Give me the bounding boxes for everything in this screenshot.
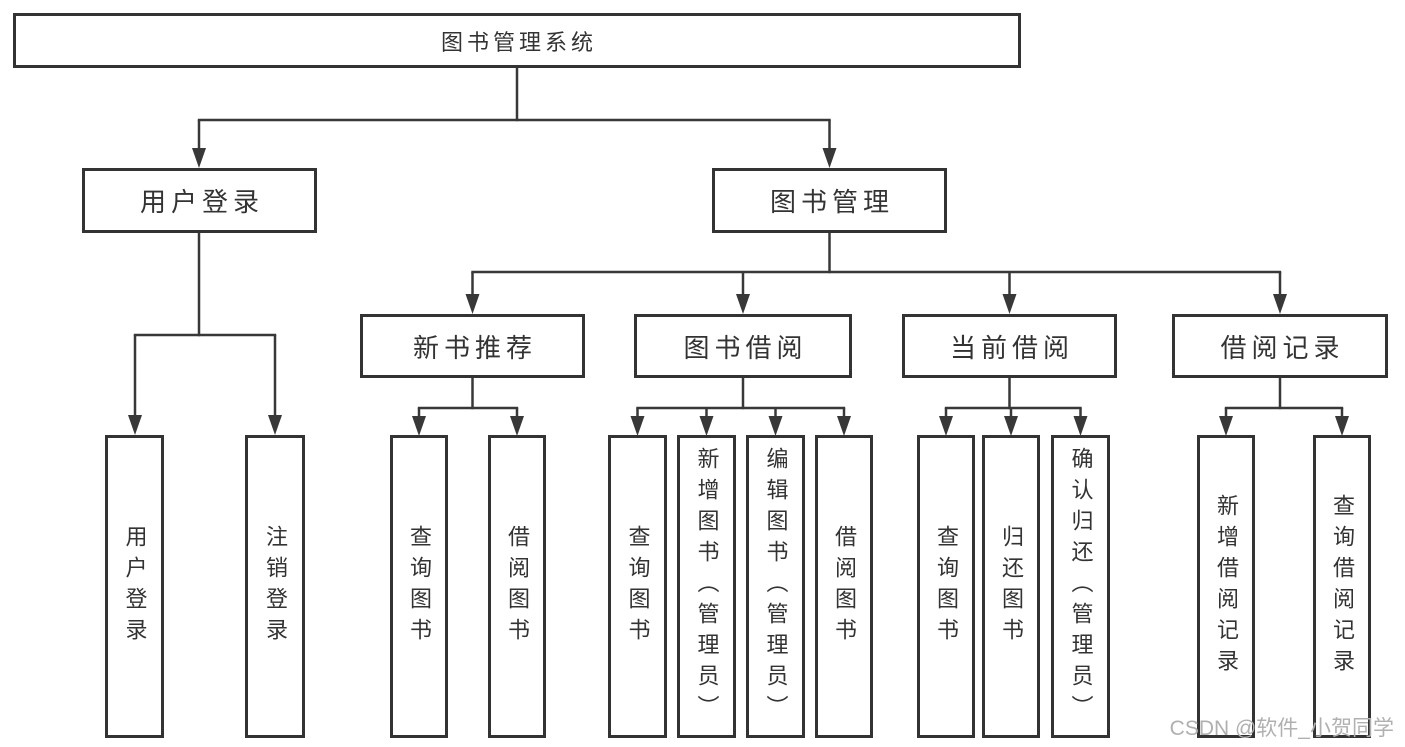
node-book-management-label: 图书管理 [769,187,894,217]
connector-book-borrow-to-leaves [630,378,851,436]
leaf-borrow-add-books-label: 新增图书（管理员） [694,447,720,726]
node-book-borrow: 图书借阅 [634,314,852,378]
leaf-logout: 注销登录 [245,435,305,738]
leaf-records-add-record-label: 新增借阅记录 [1214,493,1239,680]
leaf-current-return-books-label: 归还图书 [999,524,1024,649]
leaf-records-query-record-label: 查询借阅记录 [1330,493,1355,680]
connector-book-management-to-level3 [465,233,1287,314]
node-borrow-records: 借阅记录 [1172,314,1388,378]
node-new-book-recommend: 新书推荐 [360,314,585,378]
leaf-current-query-books: 查询图书 [917,435,975,738]
connector-new-book-recommend-to-leaves [412,378,524,436]
node-root-label: 图书管理系统 [440,29,597,55]
leaf-recommend-query-books-label: 查询图书 [407,524,432,649]
node-borrow-records-label: 借阅记录 [1220,332,1345,363]
leaf-records-query-record: 查询借阅记录 [1313,435,1371,738]
connector-current-borrow-to-leaves [939,378,1088,436]
node-book-borrow-label: 图书借阅 [683,332,808,363]
leaf-borrow-add-books: 新增图书（管理员） [677,435,736,738]
leaf-recommend-query-books: 查询图书 [390,435,448,738]
leaf-current-confirm-return: 确认归还（管理员） [1051,435,1110,738]
leaf-borrow-edit-books-label: 编辑图书（管理员） [763,447,789,726]
leaf-current-query-books-label: 查询图书 [934,524,959,649]
leaf-borrow-query-books: 查询图书 [608,435,667,738]
node-new-book-recommend-label: 新书推荐 [412,332,537,363]
leaf-user-login: 用户登录 [105,435,164,738]
node-book-management: 图书管理 [712,168,947,233]
node-user-login: 用户登录 [82,168,317,233]
leaf-borrow-borrow-books: 借阅图书 [815,435,873,738]
leaf-records-add-record: 新增借阅记录 [1197,435,1255,738]
node-root: 图书管理系统 [13,13,1021,68]
leaf-borrow-edit-books: 编辑图书（管理员） [746,435,805,738]
leaf-current-return-books: 归还图书 [982,435,1040,738]
connector-root-to-level2 [192,68,837,168]
node-current-borrow-label: 当前借阅 [949,332,1074,363]
node-user-login-label: 用户登录 [139,187,264,217]
leaf-recommend-borrow-books: 借阅图书 [488,435,546,738]
leaf-borrow-query-books-label: 查询图书 [625,524,651,649]
leaf-current-confirm-return-label: 确认归还（管理员） [1068,447,1094,726]
csdn-watermark: CSDN @软件_小贺同学 [1169,717,1394,740]
leaf-user-login-label: 用户登录 [122,524,148,649]
leaf-borrow-borrow-books-label: 借阅图书 [832,524,857,649]
connector-borrow-records-to-leaves [1219,378,1349,436]
connector-user-login-to-leaves [128,233,282,435]
node-current-borrow: 当前借阅 [902,314,1117,378]
leaf-logout-label: 注销登录 [263,524,288,649]
leaf-recommend-borrow-books-label: 借阅图书 [505,524,530,649]
